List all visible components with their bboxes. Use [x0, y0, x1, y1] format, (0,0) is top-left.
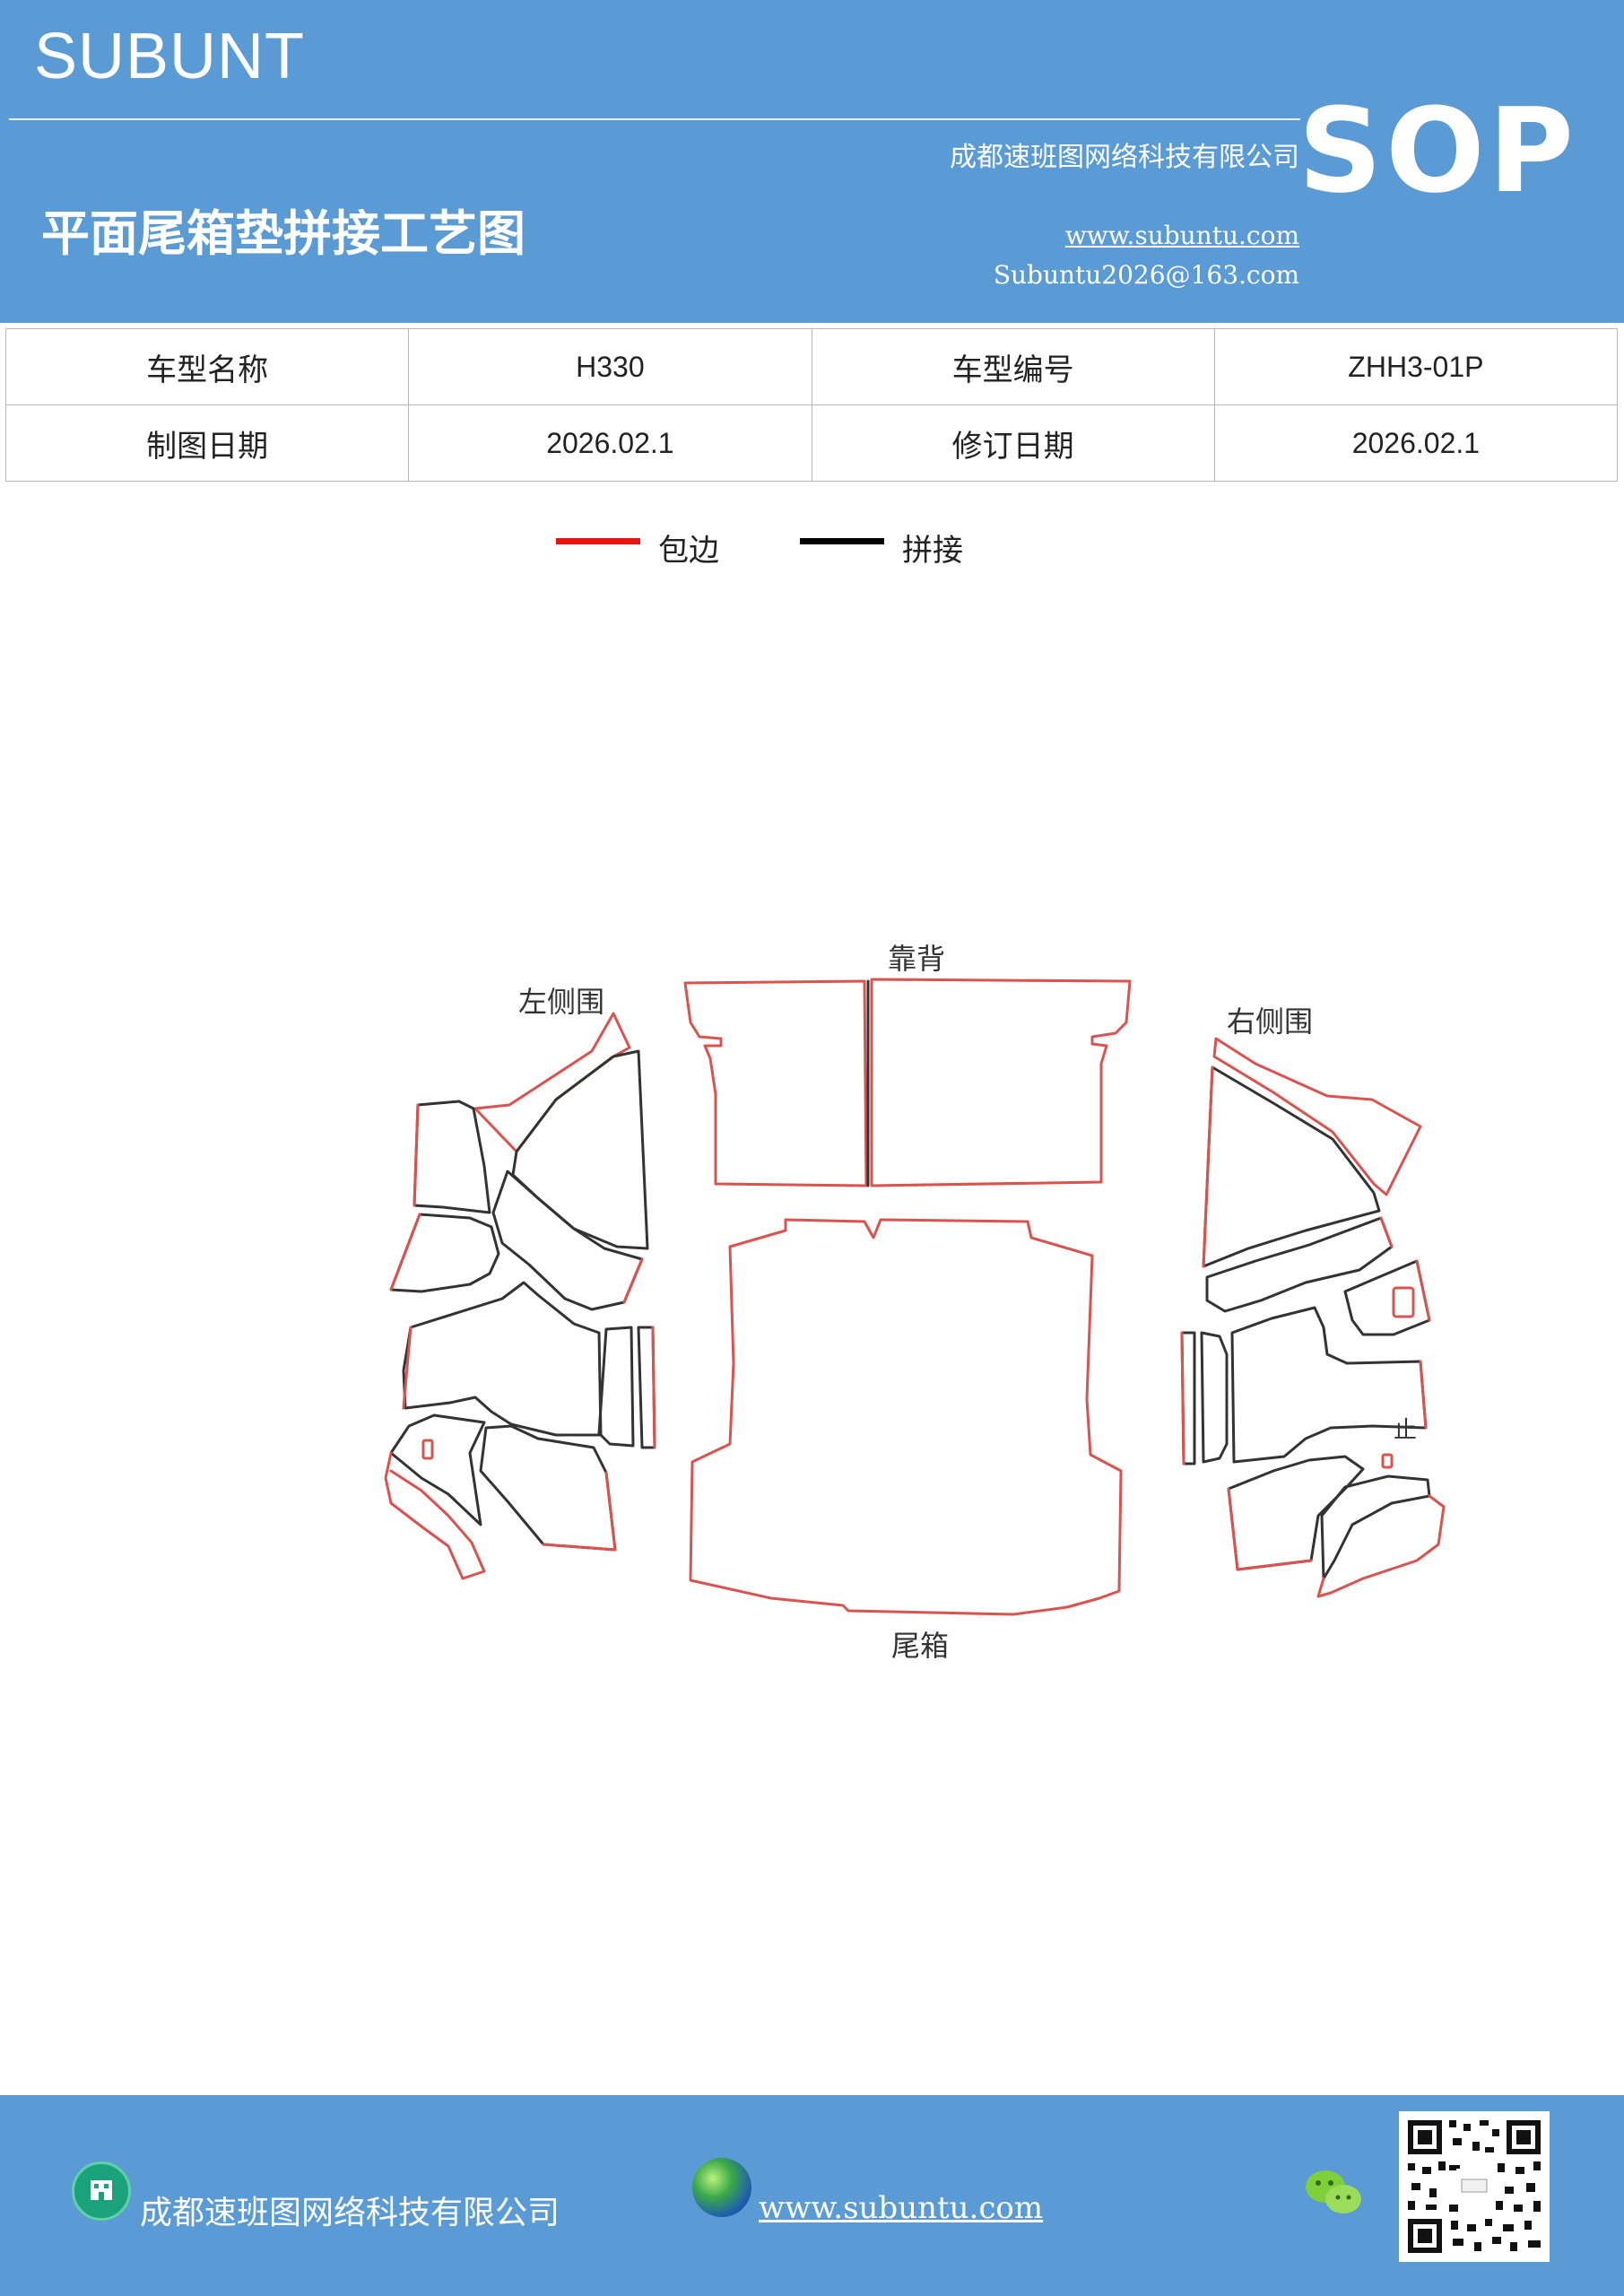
- right-middle-panel-edge: [1379, 1216, 1394, 1248]
- left-bottom-panel-edge: [542, 1471, 617, 1552]
- header-company: 成都速班图网络科技有限公司: [950, 142, 1299, 173]
- left-low-panel: [402, 1281, 603, 1437]
- vehicle-info-table: 车型名称 H330 车型编号 ZHH3-01P 制图日期 2026.02.1 修…: [4, 328, 1619, 482]
- right-pocket-panel: [1343, 1259, 1431, 1336]
- left-lower-strip-a: [597, 1326, 635, 1448]
- left-curved-panel: [389, 1413, 486, 1526]
- header-email: Subuntu2026@163.com: [993, 260, 1299, 290]
- table-row: 制图日期 2026.02.1 修订日期 2026.02.1: [4, 404, 1619, 482]
- qr-code: [1399, 2111, 1550, 2262]
- right-curved-panel: [1320, 1474, 1431, 1580]
- legend-swatch-black: [800, 538, 884, 544]
- document-title: 平面尾箱垫拼接工艺图: [41, 204, 525, 262]
- label-cell: 修订日期: [811, 404, 1215, 482]
- left-wedge-edge: [389, 1213, 421, 1292]
- left-side-panels: [384, 1012, 656, 1580]
- value-cell: 2026.02.1: [1213, 404, 1619, 482]
- left-small-slot: [421, 1439, 434, 1460]
- label-stop-mark: 止: [1394, 1417, 1418, 1444]
- right-bottom-panel-edge: [1227, 1487, 1313, 1571]
- right-bottom-panel: [1227, 1455, 1365, 1571]
- label-trunk: 尾箱: [891, 1629, 950, 1663]
- sop-badge: SOP: [1298, 83, 1577, 219]
- left-mid-edge: [622, 1257, 644, 1304]
- left-lower-strip-b-edge: [651, 1326, 656, 1449]
- left-middle-panel: [491, 1170, 644, 1311]
- right-small-slot: [1381, 1453, 1394, 1469]
- backrest-left-panel: [683, 979, 868, 1187]
- globe-icon: [692, 2158, 751, 2217]
- left-bottom-panel: [479, 1424, 617, 1552]
- label-backrest: 靠背: [888, 942, 946, 976]
- right-lower-strip-b: [1200, 1331, 1229, 1464]
- left-low-panel-edge: [402, 1326, 413, 1410]
- right-middle-panel: [1205, 1216, 1394, 1313]
- brand-name: SUBUNT: [34, 21, 306, 92]
- label-cell: 车型名称: [4, 328, 410, 405]
- left-side-strip: [511, 1049, 649, 1250]
- label-cell: 制图日期: [4, 404, 410, 482]
- header-website-link[interactable]: www.subuntu.com: [1064, 221, 1299, 250]
- left-side-top-panel: [473, 1012, 631, 1153]
- header-divider: [9, 118, 1300, 120]
- header-banner: SUBUNT 成都速班图网络科技有限公司 平面尾箱垫拼接工艺图 www.subu…: [0, 0, 1624, 323]
- legend-label: 拼接: [902, 533, 963, 569]
- value-cell: H330: [408, 328, 812, 405]
- value-cell: 2026.02.1: [408, 404, 812, 482]
- wechat-icon: [1306, 2170, 1361, 2213]
- right-side-wedge-edge: [1202, 1065, 1214, 1268]
- right-side-top-panel: [1212, 1037, 1422, 1196]
- right-pocket-slot: [1392, 1286, 1415, 1318]
- footer-company: 成都速班图网络科技有限公司: [140, 2195, 560, 2231]
- left-upper-panel-edge: [413, 1103, 420, 1207]
- trunk-floor-panel: [689, 1218, 1123, 1616]
- legend-label: 包边: [658, 533, 719, 569]
- table-row: 车型名称 H330 车型编号 ZHH3-01P: [4, 328, 1619, 405]
- right-lower-strip-a-edge: [1180, 1331, 1185, 1465]
- value-cell: ZHH3-01P: [1213, 328, 1619, 405]
- left-wedge-panel: [389, 1213, 500, 1293]
- left-upper-panel: [413, 1100, 491, 1214]
- left-curved-outer: [384, 1451, 486, 1580]
- footer-website-link[interactable]: www.subuntu.com: [759, 2190, 1044, 2226]
- label-left-side: 左侧围: [518, 985, 605, 1019]
- legend-swatch-red: [556, 538, 640, 544]
- backrest-right-panel: [870, 978, 1132, 1187]
- right-low-panel-edge: [1419, 1360, 1428, 1430]
- backrest-panels: [683, 978, 1132, 1187]
- building-icon: [72, 2161, 131, 2221]
- label-right-side: 右侧围: [1227, 1004, 1314, 1039]
- right-pocket-panel-edge: [1415, 1259, 1431, 1322]
- right-side-panels: [1180, 1037, 1446, 1598]
- label-cell: 车型编号: [811, 328, 1215, 405]
- right-side-wedge: [1202, 1065, 1381, 1268]
- right-curved-outer: [1316, 1494, 1446, 1598]
